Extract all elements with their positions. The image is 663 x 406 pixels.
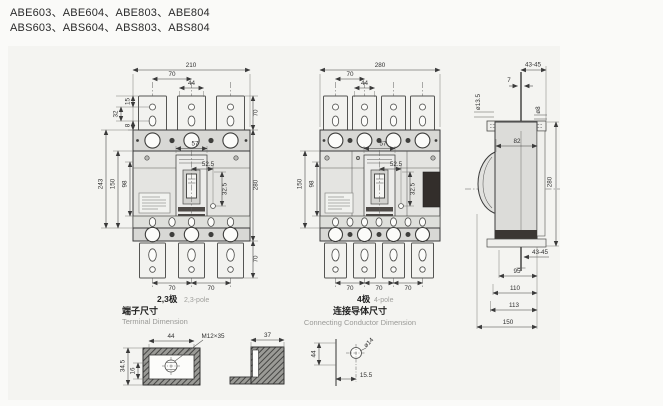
top-terminals-23	[138, 95, 245, 133]
label-23-cn: 2,3极	[157, 294, 178, 304]
dim-23-plate-top: 15	[125, 98, 132, 106]
dim-side-150: 150	[503, 319, 514, 326]
dim-4-hole-offset-x: 52.5	[390, 161, 403, 168]
front-view-2-3-pole: 210 70 44 15 32 8 243	[98, 62, 260, 304]
dims-23: 210 70 44 15 32 8 243	[98, 62, 260, 292]
dim-4-handle-width: 57	[379, 141, 387, 148]
model-line-2: ABS603、ABS604、ABS803、ABS804	[10, 22, 210, 34]
accessory-window-4	[422, 171, 441, 208]
dim-4-mount-inner: 98	[309, 180, 316, 188]
terminal-dimension-detail: 端子尺寸 Terminal Dimension 44 M12×35 34.5 1…	[120, 305, 285, 386]
side-view: 7 43-45 ø13.5 ø8 82 280 43-45	[465, 62, 560, 330]
front-view-4-pole: 280 70 44 57 52.5 32.5 150	[297, 62, 441, 304]
label-23-en: 2,3-pole	[184, 297, 209, 304]
bottom-terminals-4	[324, 242, 434, 279]
dim-4-hole-offset-y: 32.5	[410, 182, 417, 195]
dim-side-screw-top: 43-45	[525, 62, 542, 69]
dim-term-width: 44	[167, 333, 175, 340]
dim-side-stud-dia: ø8	[535, 106, 542, 114]
dim-side-screw-bottom: 43-45	[532, 249, 549, 256]
terminal-title-en: Terminal Dimension	[122, 317, 188, 326]
dims-4: 280 70 44 57 52.5 32.5 150	[297, 62, 441, 292]
mounting-hole-4	[398, 203, 404, 209]
terminal-title-cn: 端子尺寸	[122, 305, 158, 316]
model-line-1: ABE603、ABE604、ABE803、ABE804	[10, 7, 210, 19]
dim-23-total-height: 280	[253, 179, 260, 190]
dim-23-mount-inner: 98	[122, 180, 129, 188]
side-base	[495, 230, 537, 240]
dim-side-113: 113	[509, 302, 520, 309]
rating-label-4	[324, 192, 354, 214]
rating-label-23	[138, 192, 171, 214]
dim-term-bolt: M12×35	[202, 333, 225, 340]
dim-4-pitch3: 70	[404, 285, 412, 292]
dim-side-depth: 82	[513, 138, 521, 145]
dims-side: 7 43-45 ø13.5 ø8 82 280 43-45	[474, 62, 559, 330]
dim-4-pitch1: 70	[346, 285, 354, 292]
dim-23-hole-offset-y: 32.5	[222, 182, 229, 195]
dim-23-terminal-height-top: 70	[253, 109, 260, 117]
dim-side-height: 280	[547, 176, 554, 187]
label-4-cn: 4极	[357, 294, 371, 304]
dim-23-plate-bottom: 8	[125, 123, 132, 127]
side-body	[494, 121, 538, 247]
label-4-en: 4-pole	[374, 297, 394, 304]
dim-4-slot-width: 44	[361, 80, 369, 87]
dim-23-slot-width: 44	[188, 80, 196, 87]
dim-side-110: 110	[510, 285, 521, 292]
dim-term-side-width: 37	[264, 332, 272, 339]
dim-term-height: 34.5	[120, 359, 127, 372]
dim-23-terminal-height-bottom: 70	[253, 255, 260, 263]
dim-term-depth: 16	[130, 367, 137, 375]
dim-4-mount-pitch: 150	[297, 178, 304, 189]
top-terminals-4	[323, 95, 435, 133]
dim-23-body-height: 243	[98, 178, 105, 189]
dim-23-total-width: 210	[186, 62, 197, 69]
conductor-title-cn: 连接导体尺寸	[333, 305, 387, 316]
dim-cond-width: 44	[311, 350, 318, 358]
dim-4-pole-pitch: 70	[346, 71, 354, 78]
dim-side-95: 95	[513, 268, 521, 275]
conductor-dimension-detail: 连接导体尺寸 Connecting Conductor Dimension 44…	[304, 305, 416, 386]
mounting-hole-23	[210, 203, 216, 209]
dim-4-total-width: 280	[375, 62, 386, 69]
side-handle	[477, 151, 496, 214]
dim-cond-hole-offset: 15.5	[360, 372, 373, 379]
bottom-terminals-23	[139, 242, 244, 279]
dim-23-pitch-right: 70	[207, 285, 215, 292]
dim-cond-hole-dia: ø14	[363, 336, 376, 349]
bottom-mounting-tab	[486, 238, 547, 248]
dim-23-hole-offset-x: 52.5	[202, 161, 215, 168]
model-list: ABE603、ABE604、ABE803、ABE804 ABS603、ABS60…	[10, 6, 210, 36]
dim-4-pitch2: 70	[375, 285, 383, 292]
dim-23-mount-pitch: 150	[110, 178, 117, 189]
dim-23-pole-pitch: 70	[168, 71, 176, 78]
dim-23-hole-pitch: 32	[113, 110, 120, 118]
dim-23-handle-width: 57	[191, 141, 199, 148]
dim-side-screw-dia: 7	[507, 77, 511, 84]
dim-23-pitch-left: 70	[168, 285, 176, 292]
dim-side-hole-dia: ø13.5	[475, 93, 482, 110]
conductor-title-en: Connecting Conductor Dimension	[304, 318, 416, 327]
